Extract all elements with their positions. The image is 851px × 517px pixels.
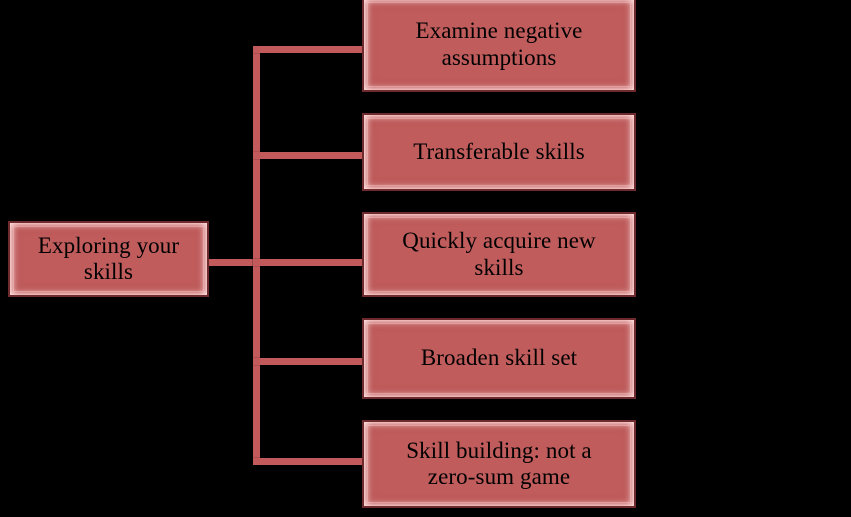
node-branch-2-label: Transferable skills — [413, 138, 585, 164]
connector-branch-5 — [253, 458, 365, 465]
connector-root-stub — [208, 259, 260, 266]
node-branch-5-label: Skill building: not a zero-sum game — [406, 437, 592, 489]
node-branch-4[interactable]: Broaden skill set — [362, 318, 636, 399]
node-root-label: Exploring your skills — [37, 232, 180, 284]
node-branch-3-label: Quickly acquire new skills — [402, 228, 596, 280]
node-branch-2[interactable]: Transferable skills — [362, 113, 636, 191]
connector-branch-4 — [253, 358, 365, 365]
node-branch-4-label: Broaden skill set — [420, 345, 578, 371]
node-branch-1-label: Examine negative assumptions — [415, 18, 583, 70]
node-branch-1[interactable]: Examine negative assumptions — [362, 0, 636, 92]
node-branch-5[interactable]: Skill building: not a zero-sum game — [362, 420, 636, 508]
connector-branch-1 — [253, 46, 365, 53]
connector-branch-3 — [253, 259, 365, 266]
node-root[interactable]: Exploring your skills — [8, 221, 209, 297]
connector-trunk — [253, 46, 260, 465]
connector-branch-2 — [253, 152, 365, 159]
node-branch-3[interactable]: Quickly acquire new skills — [362, 212, 636, 297]
